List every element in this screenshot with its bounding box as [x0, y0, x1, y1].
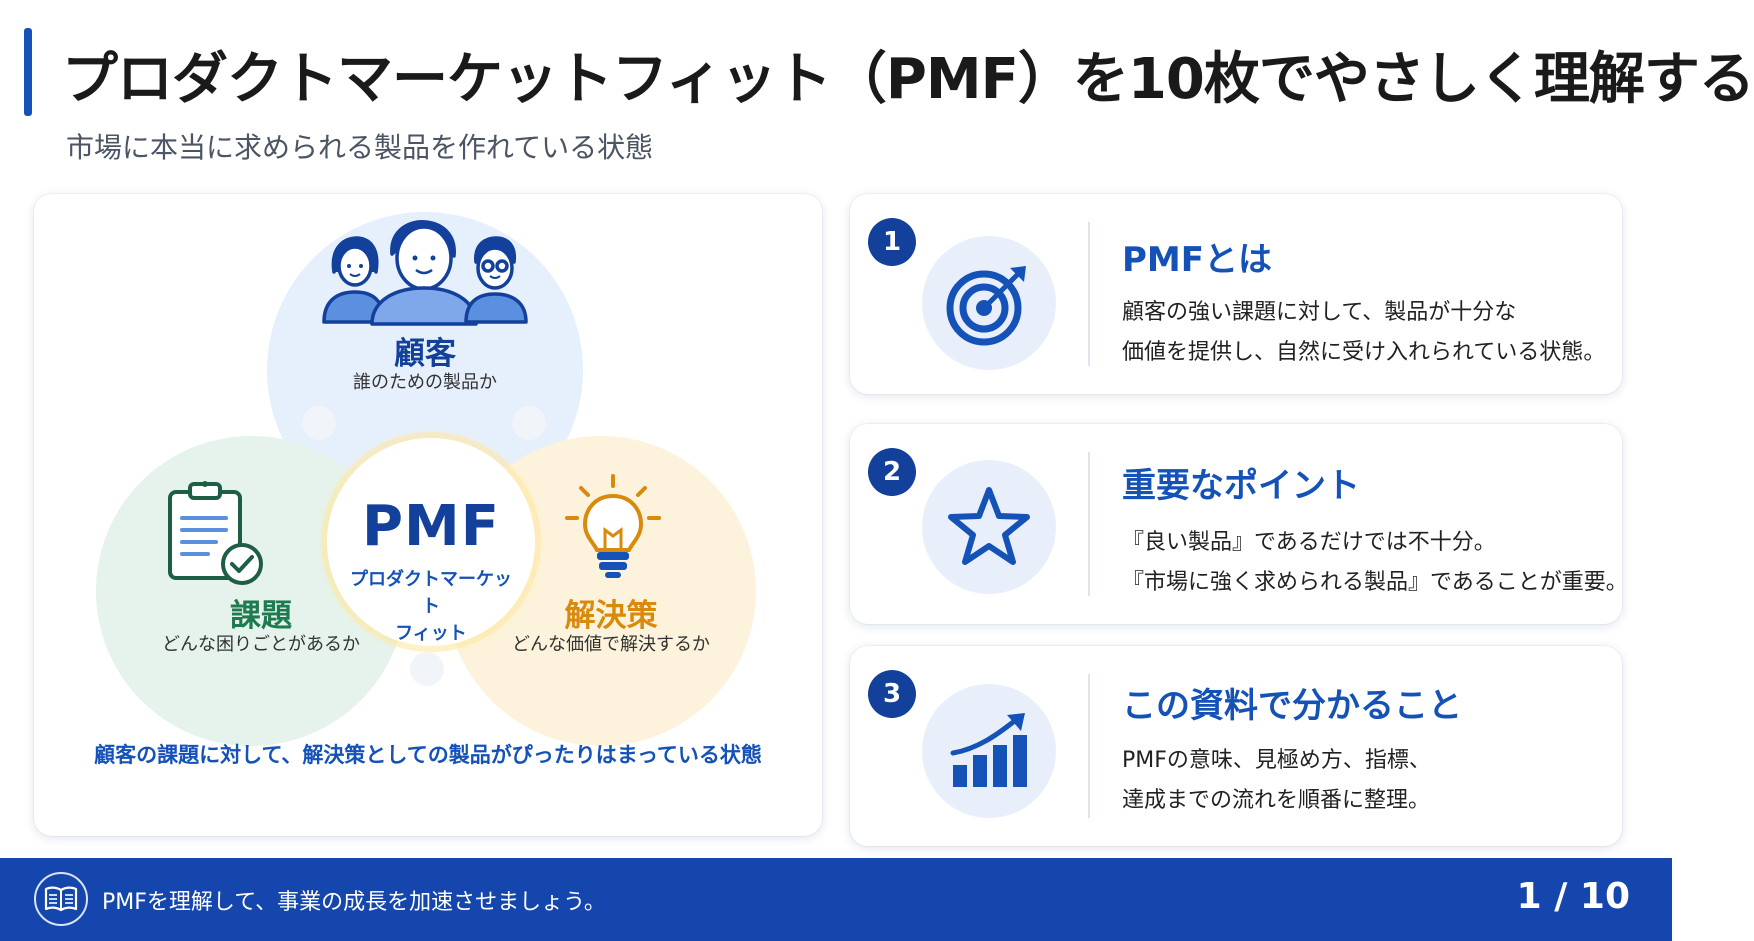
- problem-label: 課題: [230, 598, 292, 634]
- pmf-center-title: PMF: [361, 494, 501, 559]
- card-3-text-line-1: PMFの意味、見極め方、指標、: [1122, 748, 1431, 773]
- page-indicator: 1 / 10: [1516, 876, 1630, 917]
- card-1-number-badge: 1: [868, 218, 916, 266]
- card-2-title: 重要なポイント: [1122, 466, 1360, 506]
- info-card-2: 2 重要なポイント 『良い製品』であるだけでは不十分。 『市場に強く求められる製…: [850, 424, 1628, 624]
- card-3-title: この資料で分かること: [1122, 686, 1462, 726]
- growth-chart-icon: [950, 713, 1027, 787]
- star-icon: [948, 487, 1030, 565]
- solution-label: 解決策: [564, 598, 658, 634]
- customer-desc: 誰のための製品か: [353, 372, 497, 393]
- card-2-text-line-2: 『市場に強く求められる製品』であることが重要。: [1122, 570, 1628, 595]
- target-icon: [946, 266, 1026, 346]
- puzzle-knob-right: [512, 406, 546, 440]
- card-1-icon-disc: [922, 236, 1056, 370]
- pmf-center-circle: [327, 438, 535, 646]
- card-3-number-badge: 3: [868, 670, 916, 718]
- card-2-icon-disc: [922, 460, 1056, 594]
- pmf-center-subtitle: プロダクトマーケットフィット: [350, 569, 512, 644]
- info-card-3: 3 この資料で分かること PMFの意味、見極め方、指標、 達成までの流れを順番に…: [850, 646, 1622, 846]
- footer-icon-circle: [34, 872, 88, 926]
- card-1-text-line-2: 価値を提供し、自然に受け入れられている状態。: [1122, 340, 1606, 365]
- page-title: プロダクトマーケットフィット（PMF）を10枚でやさしく理解する: [62, 47, 1754, 112]
- card-3-divider: [1088, 674, 1090, 818]
- card-2-divider: [1088, 452, 1090, 596]
- problem-desc: どんな困りごとがあるか: [162, 634, 360, 655]
- venn-caption: 顧客の課題に対して、解決策としての製品がぴったりはまっている状態: [94, 743, 762, 767]
- page-subtitle: 市場に本当に求められる製品を作れている状態: [66, 131, 654, 164]
- footer-message: PMFを理解して、事業の成長を加速させましょう。: [102, 890, 606, 915]
- card-2-number-badge: 2: [868, 448, 916, 496]
- customer-label: 顧客: [394, 336, 456, 372]
- card-1-title: PMFとは: [1122, 240, 1272, 280]
- puzzle-knob-left: [302, 406, 336, 440]
- pmf-venn-card: PMF プロダクトマーケットフィット 顧客 誰のための製品か: [34, 194, 822, 836]
- lightbulb-icon: [565, 474, 661, 578]
- card-1-text-line-1: 顧客の強い課題に対して、製品が十分な: [1122, 300, 1517, 325]
- card-3-text-line-2: 達成までの流れを順番に整理。: [1122, 788, 1431, 813]
- people-icon: [322, 220, 528, 326]
- card-1-divider: [1088, 222, 1090, 366]
- book-icon: [44, 886, 78, 912]
- card-3-icon-disc: [922, 684, 1056, 818]
- footer-bar: PMFを理解して、事業の成長を加速させましょう。 1 / 10: [0, 858, 1672, 941]
- title-accent-bar: [24, 28, 32, 116]
- card-2-text-line-1: 『良い製品』であるだけでは不十分。: [1122, 530, 1496, 555]
- info-card-1: 1 PMFとは 顧客の強い課題に対して、製品が十分な 価値を提供し、自然に受け入…: [850, 194, 1622, 394]
- solution-desc: どんな価値で解決するか: [512, 634, 710, 655]
- clipboard-check-icon: [168, 481, 263, 585]
